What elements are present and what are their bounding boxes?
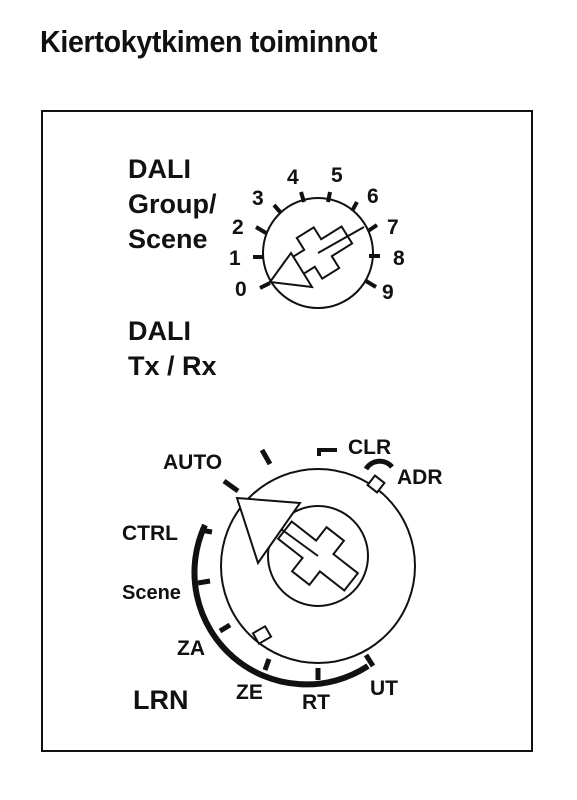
dali-group-switch-pointer-arrow	[268, 251, 314, 289]
mode-switch-pointer-arrow	[235, 496, 302, 566]
dali-group-switch-ticks	[253, 191, 380, 290]
dali-group-label-line2: Group/	[128, 189, 217, 219]
dali-txrx-label-line1: DALI	[128, 316, 191, 346]
dali-group-label-line3: Scene	[128, 224, 208, 254]
dali-group-switch[interactable]	[253, 191, 380, 309]
dial-number-9: 9	[382, 281, 394, 304]
dial-number-4: 4	[287, 166, 299, 189]
dial-number-7: 7	[387, 216, 399, 239]
mode-switch[interactable]	[191, 448, 416, 688]
mode-label-za: ZA	[177, 637, 205, 660]
mode-label-ut: UT	[370, 677, 398, 700]
mode-switch-pointer-line	[280, 528, 319, 557]
mode-switch-ticks	[197, 448, 376, 680]
page-title: Kiertokytkimen toiminnot	[40, 24, 378, 59]
dali-txrx-label-line2: Tx / Rx	[128, 351, 217, 381]
mode-label-scene: Scene	[122, 582, 181, 604]
dial-number-1: 1	[229, 247, 241, 270]
mode-switch-ze-indicator	[251, 624, 273, 646]
mode-switch-adr-indicator	[366, 474, 386, 494]
dial-number-8: 8	[393, 247, 405, 270]
mode-label-ze: ZE	[236, 681, 263, 704]
mode-switch-outer-ring	[220, 468, 416, 664]
mode-switch-clr-mark	[317, 448, 337, 456]
mode-switch-range-arc	[191, 523, 370, 688]
mode-label-auto: AUTO	[163, 451, 223, 474]
dali-group-label-line1: DALI	[128, 154, 191, 184]
dali-group-switch-pointer-line	[317, 226, 365, 254]
diagram-frame	[41, 110, 533, 752]
mode-label-clr: CLR	[348, 436, 392, 459]
dial-number-0: 0	[235, 278, 247, 301]
mode-label-adr: ADR	[397, 466, 443, 489]
mode-switch-inner-dial	[267, 505, 369, 607]
dial-number-3: 3	[252, 187, 264, 210]
mode-switch-adr-mark	[363, 458, 394, 471]
dial-number-6: 6	[367, 185, 379, 208]
dial-number-2: 2	[232, 216, 244, 239]
mode-label-lrn: LRN	[133, 685, 189, 715]
dali-group-switch-body	[262, 197, 374, 309]
dial-number-5: 5	[331, 164, 343, 187]
mode-label-rt: RT	[302, 691, 330, 714]
mode-label-ctrl: CTRL	[122, 522, 178, 545]
